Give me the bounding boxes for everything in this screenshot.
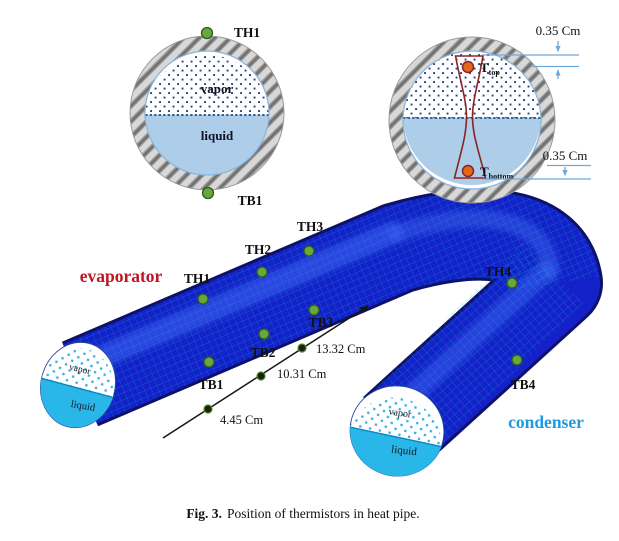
caption-label: Fig. 3. [186,506,222,521]
label-tb1-cross: TB1 [238,193,263,208]
label-tb4: TB4 [511,377,536,392]
label-th3: TH3 [297,219,324,234]
thermistor-band-outline [453,55,487,179]
label-th1-cross: TH1 [234,25,261,40]
figure-caption: Fig. 3. Position of thermistors in heat p… [186,506,419,521]
sensor-dot-tb3 [308,304,320,316]
condenser-face-vapor-region [350,397,442,447]
sensor-dot-tb4 [511,354,523,366]
condenser-end-face [349,385,445,477]
label-t-bottom: Tbottom [480,164,513,181]
evaporator-face-liquid-region [40,378,113,428]
vapor-region-left [145,54,269,115]
sensor-dot-th1 [197,293,209,305]
evaporator-face-interface-line [41,377,114,399]
condenser-face-liquid-region [350,427,442,477]
distance-label-1: 4.45 Cm [220,413,263,427]
distance-label-2: 10.31 Cm [277,367,327,381]
liquid-label-left: liquid [201,128,234,143]
vapor-label-left: vapor [201,81,234,96]
measurement-arrow-line [162,305,369,439]
condenser-face-liquid-label: liquid [391,444,418,459]
sensor-dot-th1-cross [200,26,214,40]
dimension-bottom [483,164,591,180]
measurement-dot-3 [297,343,307,353]
liquid-region-left [145,115,269,176]
evaporator-face-liquid-label: liquid [70,399,97,414]
condenser-label: condenser [508,412,584,432]
sensor-dot-t-top [461,60,475,74]
measurement-dot-2 [256,371,266,381]
condenser-face-interface-line [350,426,442,448]
distance-measurement: 4.45 Cm 10.31 Cm 13.32 Cm [162,305,369,439]
sensor-dot-tb1 [203,356,215,368]
pipe-sensor-dots [197,245,523,368]
sensor-dot-th4 [506,277,518,289]
label-th1: TH1 [184,271,211,286]
label-tb3: TB3 [309,315,334,330]
sensor-dot-tb2 [258,328,270,340]
label-tb2: TB2 [251,345,276,360]
dim-bottom-text: 0.35 Cm [543,148,588,163]
distance-label-3: 13.32 Cm [316,342,366,356]
label-th2: TH2 [245,242,272,257]
cross-section-left: vapor liquid TH1 TB1 [129,25,285,208]
evaporator-face-vapor-region [41,348,114,398]
cross-section-right: Ttop Tbottom 0.35 Cm 0.35 Cm [388,23,591,204]
heat-pipe-body [61,188,603,466]
dim-top-text: 0.35 Cm [536,23,581,38]
caption-text: Position of thermistors in heat pipe. [227,506,420,521]
evaporator-end-face [40,341,116,429]
sensor-dot-t-bottom [461,164,475,178]
measurement-dot-1 [203,404,213,414]
inner-bore-outline-left [144,50,270,176]
sensor-dot-th2 [256,266,268,278]
pipe-mesh-evaporator [63,191,600,424]
dimension-top [482,41,579,79]
pipe-sensor-labels: TH1 TH2 TH3 TH4 TB1 TB2 TB3 TB4 [184,219,536,392]
condenser-face-vapor-label: vapor [388,406,413,420]
liquid-region-right [403,118,541,185]
sensor-dot-th3 [303,245,315,257]
evaporator-label: evaporator [80,266,163,286]
sensor-dot-tb1-cross [201,186,215,200]
label-tb1: TB1 [199,377,224,392]
evaporator-face-vapor-label: vapor [68,363,92,378]
inner-bore-outline-right [402,50,542,190]
label-th4: TH4 [485,264,512,279]
vapor-region-right [403,51,541,118]
label-t-top: Ttop [480,60,500,77]
